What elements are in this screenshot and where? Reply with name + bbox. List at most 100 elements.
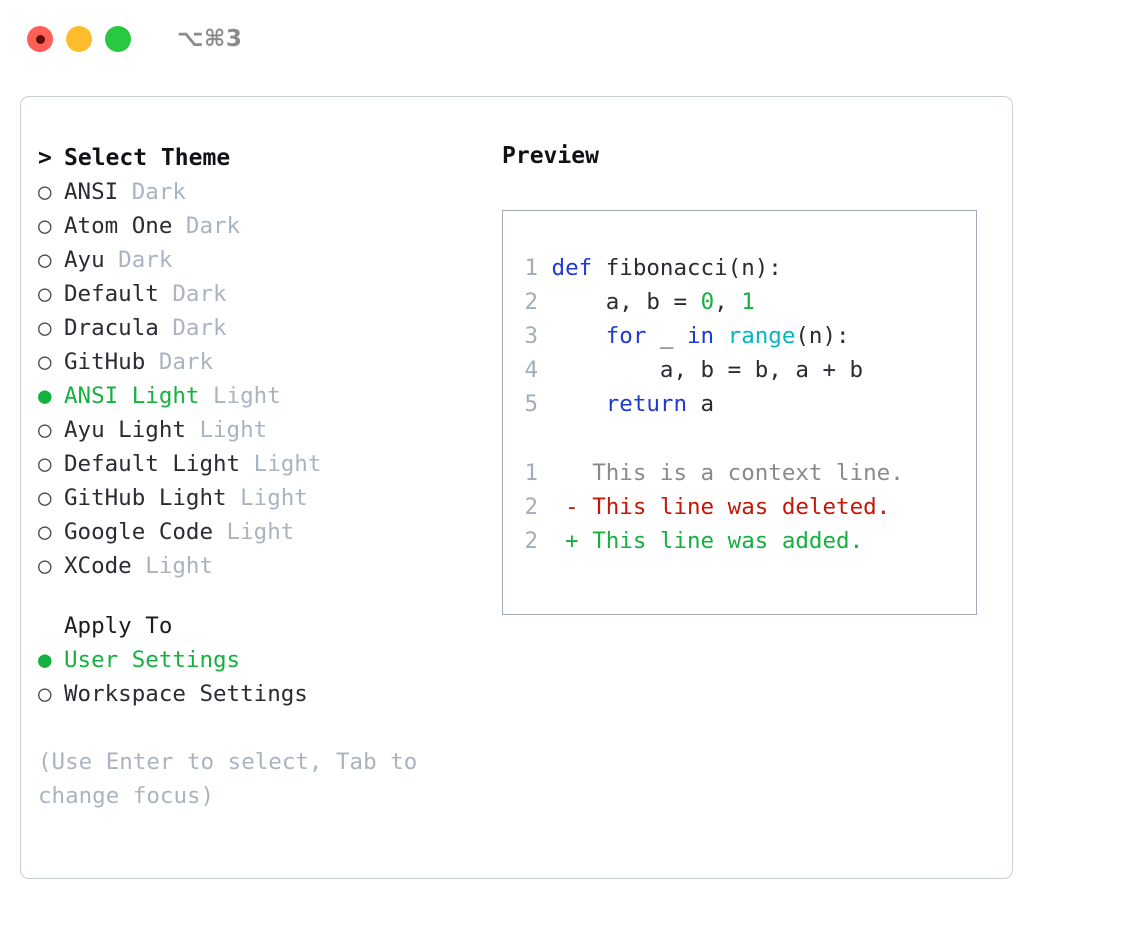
code-line: 1 def fibonacci(n):	[516, 251, 863, 285]
apply-to-indent	[38, 609, 64, 643]
theme-list-item[interactable]: ○Google Code Light	[38, 515, 488, 549]
code-token: for	[605, 323, 647, 349]
apply-to-heading: Apply To	[38, 609, 488, 643]
theme-name: XCode	[64, 553, 132, 579]
code-token: return	[605, 391, 688, 417]
code-line-number: 4	[524, 357, 538, 383]
code-token: ,	[714, 289, 742, 315]
diff-line: 1 This is a context line.	[516, 456, 904, 490]
code-line: 2 a, b = 0, 1	[516, 285, 863, 319]
theme-name: ANSI	[64, 179, 119, 205]
code-token: (n):	[795, 323, 850, 349]
apply-to-option-label: Workspace Settings	[64, 681, 308, 707]
theme-list-item[interactable]: ○ANSI Dark	[38, 175, 488, 209]
radio-unselected-icon[interactable]: ○	[38, 519, 52, 545]
radio-selected-icon[interactable]: ●	[38, 383, 52, 409]
code-line-number: 5	[524, 391, 538, 417]
theme-list-item[interactable]: ○Default Light Light	[38, 447, 488, 481]
theme-name: Atom One	[64, 213, 173, 239]
diff-line: 2 - This line was deleted.	[516, 490, 904, 524]
theme-category: Dark	[158, 315, 227, 341]
code-gutter-gap	[538, 357, 552, 383]
theme-list-item[interactable]: ○ Atom One Dark	[38, 209, 488, 243]
diff-marker: -	[538, 494, 593, 520]
radio-unselected-icon[interactable]: ○	[38, 247, 52, 273]
diff-marker	[538, 460, 592, 486]
radio-unselected-icon[interactable]: ○	[38, 417, 52, 443]
theme-name: Ayu Light	[64, 417, 186, 443]
title-bar: ⌥⌘3	[0, 0, 1140, 78]
radio-unselected-icon[interactable]: ○	[38, 681, 52, 707]
radio-unselected-icon[interactable]: ○	[38, 315, 52, 341]
code-token: fibonacci(n):	[605, 255, 782, 281]
radio-unselected-icon[interactable]: ○	[38, 553, 52, 579]
code-token: _	[646, 323, 688, 349]
theme-name: Default	[64, 281, 159, 307]
diff-text: This is a context line.	[592, 460, 904, 486]
theme-name: Ayu	[64, 247, 105, 273]
theme-list-item[interactable]: ●ANSI Light Light	[38, 379, 488, 413]
code-line: 3 for _ in range(n):	[516, 319, 863, 353]
code-token: 1	[741, 289, 755, 315]
keyboard-shortcut-label: ⌥⌘3	[177, 26, 243, 52]
window-controls	[27, 26, 131, 52]
code-gutter-gap	[538, 289, 552, 315]
theme-category: Light	[185, 417, 268, 443]
theme-name: ANSI Light	[64, 383, 200, 409]
radio-unselected-icon[interactable]: ○	[38, 281, 52, 307]
code-token	[714, 323, 728, 349]
code-token: 0	[700, 289, 715, 315]
maximize-button[interactable]	[105, 26, 131, 52]
theme-name: Dracula	[64, 315, 159, 341]
theme-list-item[interactable]: ○ Ayu Light Light	[38, 413, 488, 447]
code-token	[552, 323, 606, 349]
radio-selected-icon[interactable]: ●	[38, 647, 52, 673]
theme-list: ○ANSI Dark○Atom One Dark○Ayu Dark○Defaul…	[38, 175, 488, 583]
apply-to-option[interactable]: ●User Settings	[38, 643, 488, 677]
close-button[interactable]	[27, 26, 53, 52]
code-line-number: 2	[524, 289, 538, 315]
select-theme-heading-label: Select Theme	[64, 145, 231, 171]
radio-unselected-icon[interactable]: ○	[38, 349, 52, 375]
apply-to-option[interactable]: ○ Workspace Settings	[38, 677, 488, 711]
radio-unselected-icon[interactable]: ○	[38, 213, 52, 239]
theme-list-item[interactable]: ○GitHub Light Light	[38, 481, 488, 515]
list-spacer	[38, 583, 488, 609]
diff-line: 2 + This line was added.	[516, 524, 904, 558]
theme-category: Dark	[158, 281, 227, 307]
code-line-number: 3	[524, 323, 538, 349]
theme-list-item[interactable]: ○ Ayu Dark	[38, 243, 488, 277]
theme-category: Light	[240, 451, 322, 477]
code-token: a, b =	[551, 289, 701, 315]
radio-unselected-icon[interactable]: ○	[38, 179, 52, 205]
diff-text: This line was added.	[592, 528, 864, 554]
minimize-button[interactable]	[66, 26, 92, 52]
code-line: 4 a, b = b, a + b	[516, 353, 863, 387]
theme-list-item[interactable]: ○ Default Dark	[38, 277, 488, 311]
apply-to-list: ●User Settings ○ Workspace Settings	[38, 643, 488, 711]
heading-caret-icon: >	[38, 145, 52, 171]
code-gutter-gap	[538, 391, 552, 417]
theme-list-item[interactable]: ○XCode Light	[38, 549, 488, 583]
theme-category: Dark	[104, 247, 173, 273]
theme-category: Light	[226, 485, 308, 511]
diff-line-number: 1	[524, 460, 538, 486]
keyboard-hint-text: (Use Enter to select, Tab to change focu…	[38, 749, 418, 809]
code-gutter-gap	[538, 323, 552, 349]
preview-pane: Preview 1 def fibonacci(n):2 a, b = 0, 1…	[502, 141, 1002, 615]
code-token: def	[551, 255, 606, 281]
preview-title: Preview	[502, 143, 599, 169]
theme-list-item[interactable]: ○GitHub Dark	[38, 345, 488, 379]
code-token: a, b = b, a + b	[551, 357, 864, 383]
theme-category: Dark	[172, 213, 241, 239]
code-token	[552, 391, 606, 417]
theme-list-item[interactable]: ○ Dracula Dark	[38, 311, 488, 345]
main-panel: > Select Theme ○ ANSI Dark ○ Atom One Dark ○ A…	[20, 96, 1013, 879]
theme-category: Light	[213, 519, 295, 545]
diff-line-number: 2	[524, 494, 538, 520]
code-gutter-gap	[538, 255, 552, 281]
radio-unselected-icon[interactable]: ○	[38, 451, 52, 477]
theme-selector-pane: > Select Theme ○ ANSI Dark ○ Atom One Dark ○ A…	[38, 141, 488, 813]
radio-unselected-icon[interactable]: ○	[38, 485, 52, 511]
